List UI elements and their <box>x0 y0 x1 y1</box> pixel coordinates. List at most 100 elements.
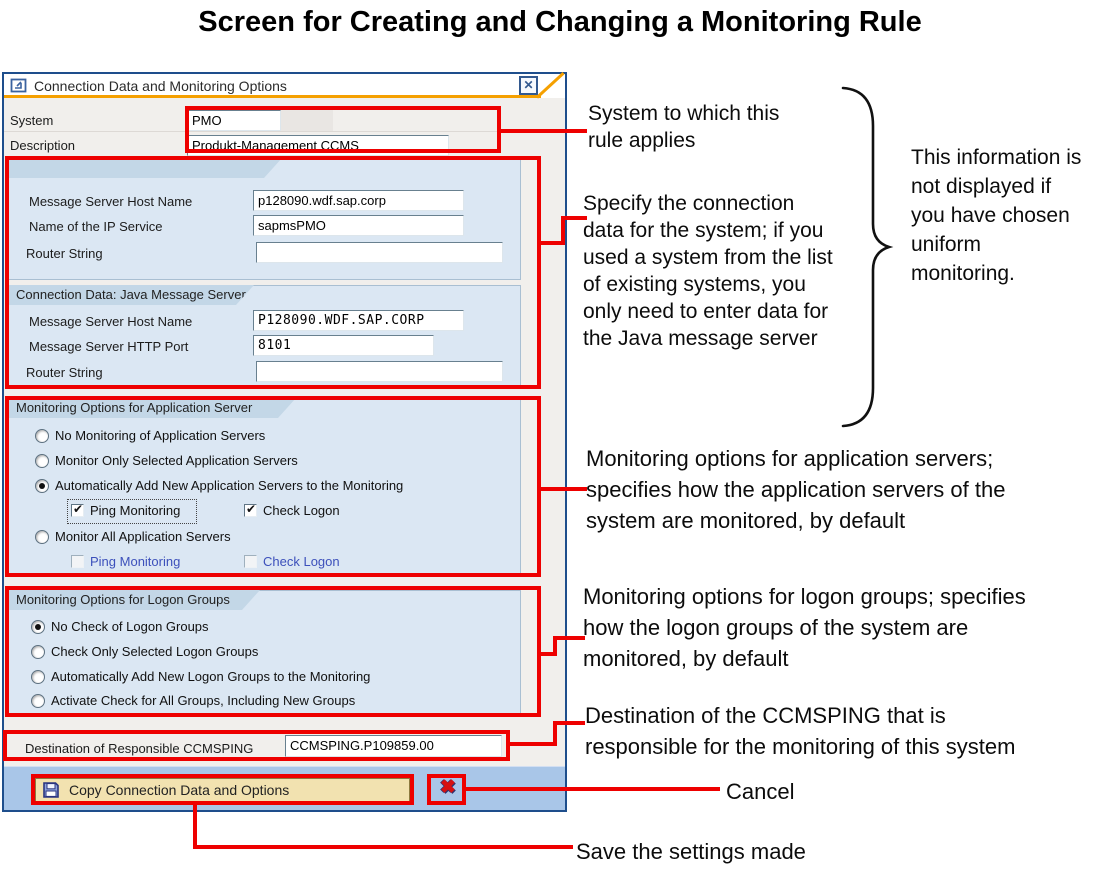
dialog-title: Connection Data and Monitoring Options <box>34 78 287 94</box>
radio-label: Automatically Add New Logon Groups to th… <box>51 669 371 684</box>
java-host-field[interactable]: P128090.WDF.SAP.CORP <box>253 310 464 331</box>
connector-system <box>501 129 587 133</box>
annotation-app-server: Monitoring options for application serve… <box>586 446 1006 533</box>
annotation-connection-data: Specify the connection data for the syst… <box>583 192 833 350</box>
panel-logon-groups-monitoring: Monitoring Options for Logon Groups No C… <box>8 590 521 714</box>
abap-ip-service-field[interactable]: sapmsPMO <box>253 215 464 236</box>
radio-icon[interactable] <box>35 453 49 468</box>
connector-cancel <box>466 787 720 791</box>
radio-icon[interactable] <box>31 669 45 684</box>
close-icon[interactable]: ✕ <box>519 76 538 95</box>
destination-field[interactable]: CCMSPING.P109859.00 <box>285 735 502 757</box>
radio-icon[interactable] <box>35 478 49 493</box>
java-port-label: Message Server HTTP Port <box>29 339 189 354</box>
radio-label: No Check of Logon Groups <box>51 619 209 634</box>
abap-ip-service-label: Name of the IP Service <box>29 219 163 234</box>
connector-logon-b <box>553 636 557 656</box>
annotation-ccmsping: Destination of the CCMSPING that is resp… <box>585 703 1016 759</box>
radio-label: Monitor Only Selected Application Server… <box>55 453 298 468</box>
java-host-label: Message Server Host Name <box>29 314 193 329</box>
radio-auto-add-new[interactable]: Automatically Add New Application Server… <box>35 478 403 493</box>
annotation-cancel: Cancel <box>726 779 795 804</box>
abap-host-label: Message Server Host Name <box>29 194 193 209</box>
highlight-logon-groups-section <box>5 586 541 717</box>
save-icon <box>42 781 60 799</box>
radio-monitor-all[interactable]: Monitor All Application Servers <box>35 529 231 544</box>
abap-host-field[interactable]: p128090.wdf.sap.corp <box>253 190 464 211</box>
radio-monitor-selected[interactable]: Monitor Only Selected Application Server… <box>35 453 298 468</box>
highlight-save-button <box>31 774 414 805</box>
radio-icon[interactable] <box>35 428 49 443</box>
curly-brace <box>833 84 895 435</box>
logon-groups-tab: Monitoring Options for Logon Groups <box>8 590 260 610</box>
radio-icon[interactable] <box>31 644 45 659</box>
titlebar-accent-line <box>4 95 541 98</box>
dialog-window-icon <box>10 77 28 95</box>
annotation-system: System to which this rule applies <box>588 102 780 152</box>
radio-label: No Monitoring of Application Servers <box>55 428 266 443</box>
highlight-connection-sections <box>5 156 541 389</box>
java-port-field[interactable]: 8101 <box>253 335 434 356</box>
annotation-save: Save the settings made <box>576 839 806 864</box>
java-router-field[interactable] <box>256 361 503 382</box>
radio-label: Monitor All Application Servers <box>55 529 231 544</box>
app-server-monitoring-tab: Monitoring Options for Application Serve… <box>8 398 296 418</box>
destination-label: Destination of Responsible CCMSPING <box>25 741 254 756</box>
radio-icon[interactable] <box>31 693 45 708</box>
checkbox-icon <box>244 555 257 568</box>
dialog-footer: Copy Connection Data and Options ✖ <box>4 766 565 810</box>
checkbox-ping-monitoring-auto[interactable]: Ping Monitoring <box>71 502 181 518</box>
checkbox-icon <box>71 555 84 568</box>
checkbox-icon[interactable] <box>244 502 257 517</box>
connector-logon-c <box>553 636 585 640</box>
save-button-label: Copy Connection Data and Options <box>69 782 290 798</box>
connector-destination-a <box>510 742 557 746</box>
checkbox-label: Ping Monitoring <box>90 503 181 518</box>
highlight-destination-row <box>3 730 510 761</box>
connector-destination-c <box>553 721 585 725</box>
panel-java-connection: Connection Data: Java Message Server Mes… <box>8 285 521 388</box>
abap-router-label: Router String <box>26 246 103 261</box>
connector-connection-c <box>561 216 587 220</box>
radio-label: Automatically Add New Application Server… <box>55 478 404 493</box>
radio-icon[interactable] <box>35 529 49 544</box>
highlight-cancel-button <box>427 774 466 805</box>
highlight-system-description <box>185 106 501 153</box>
page-title: Screen for Creating and Changing a Monit… <box>198 6 922 38</box>
cancel-button[interactable]: ✖ <box>432 776 464 802</box>
abap-connection-tab <box>8 158 282 178</box>
cancel-x-icon: ✖ <box>440 777 456 798</box>
abap-router-field[interactable] <box>256 242 503 263</box>
radio-no-check-logon-groups[interactable]: No Check of Logon Groups <box>31 619 209 634</box>
connector-destination-b <box>553 721 557 746</box>
radio-check-selected-groups[interactable]: Check Only Selected Logon Groups <box>31 644 258 659</box>
system-label: System <box>10 113 54 128</box>
checkbox-icon[interactable] <box>71 502 84 517</box>
annotation-uniform-monitoring: This information is not displayed if you… <box>911 146 1082 285</box>
panel-app-server-monitoring: Monitoring Options for Application Serve… <box>8 398 521 575</box>
checkbox-ping-monitoring-all: Ping Monitoring <box>71 554 180 569</box>
connector-logon-a <box>541 652 557 656</box>
connector-save-b <box>193 845 573 849</box>
annotation-logon-groups: Monitoring options for logon groups; spe… <box>583 584 1026 671</box>
checkbox-label: Check Logon <box>263 503 340 518</box>
highlight-app-server-section <box>5 396 541 577</box>
connector-save-a <box>193 804 197 849</box>
dialog-window: Connection Data and Monitoring Options ✕… <box>2 72 567 812</box>
panel-abap-connection: Message Server Host Name p128090.wdf.sap… <box>8 158 521 280</box>
dialog-titlebar: Connection Data and Monitoring Options ✕ <box>4 72 565 99</box>
checkbox-label: Ping Monitoring <box>90 554 181 569</box>
system-field-shadow <box>281 110 333 131</box>
checkbox-check-logon-all: Check Logon <box>244 554 340 569</box>
radio-activate-all-groups[interactable]: Activate Check for All Groups, Including… <box>31 693 355 708</box>
radio-auto-add-groups[interactable]: Automatically Add New Logon Groups to th… <box>31 669 370 684</box>
connector-connection-b <box>561 216 565 245</box>
radio-no-monitoring[interactable]: No Monitoring of Application Servers <box>35 428 265 443</box>
radio-icon[interactable] <box>31 619 45 634</box>
focus-outline <box>67 499 197 524</box>
radio-label: Check Only Selected Logon Groups <box>51 644 259 659</box>
checkbox-check-logon-auto[interactable]: Check Logon <box>244 502 340 518</box>
row-divider <box>4 131 565 132</box>
system-field[interactable]: PMO <box>187 110 281 131</box>
